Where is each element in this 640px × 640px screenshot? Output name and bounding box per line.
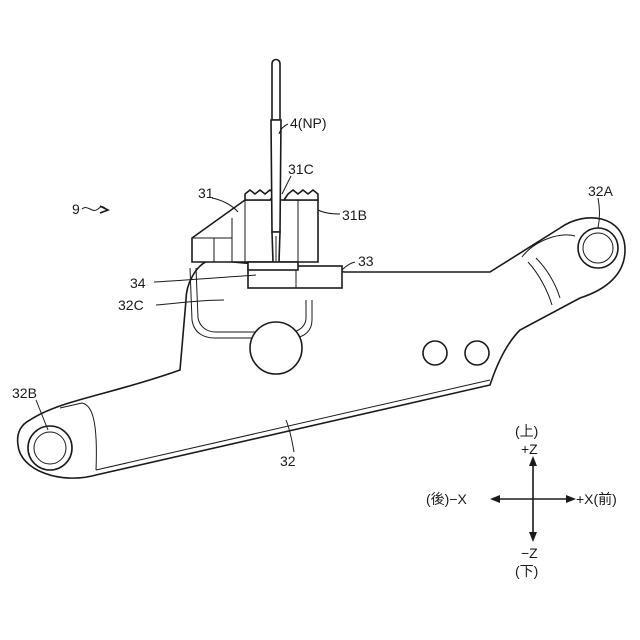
axis-indicator xyxy=(490,456,576,542)
axis-label-plus-z: +Z xyxy=(521,441,538,457)
label-arm: 32 xyxy=(280,453,296,469)
axis-label-down: (下) xyxy=(515,563,538,579)
needle xyxy=(271,60,281,279)
arrow-up-icon xyxy=(529,456,537,466)
label-arm-front-end: 32A xyxy=(588,183,614,199)
hole-right xyxy=(465,341,489,365)
feed-dog-teeth xyxy=(245,190,318,200)
label-plate: 33 xyxy=(358,253,374,269)
label-arm-recess: 32C xyxy=(118,297,144,313)
front-end-boss xyxy=(578,228,618,268)
arm-body xyxy=(18,218,625,478)
plate-guide xyxy=(248,262,342,288)
lower-boss xyxy=(250,322,302,374)
hole-left xyxy=(423,341,447,365)
arrow-right-icon xyxy=(566,495,576,503)
label-throat-block: 31 xyxy=(198,185,214,201)
axis-label-minus-z: −Z xyxy=(521,545,538,561)
rear-end-boss xyxy=(28,426,72,470)
throat-block xyxy=(192,200,318,262)
label-assembly: 9 xyxy=(72,201,80,217)
axis-label-up: (上) xyxy=(515,423,538,439)
axis-label-front: +X(前) xyxy=(576,491,617,507)
label-arm-rear-end: 32B xyxy=(12,385,37,401)
arrow-left-icon xyxy=(490,495,500,503)
axis-label-rear: (後)−X xyxy=(426,491,467,507)
label-throat-side: 31B xyxy=(342,207,367,223)
label-feed-dog: 31C xyxy=(288,161,314,177)
label-guide: 34 xyxy=(130,275,146,291)
arrow-down-icon xyxy=(529,532,537,542)
label-needle: 4(NP) xyxy=(290,115,327,131)
